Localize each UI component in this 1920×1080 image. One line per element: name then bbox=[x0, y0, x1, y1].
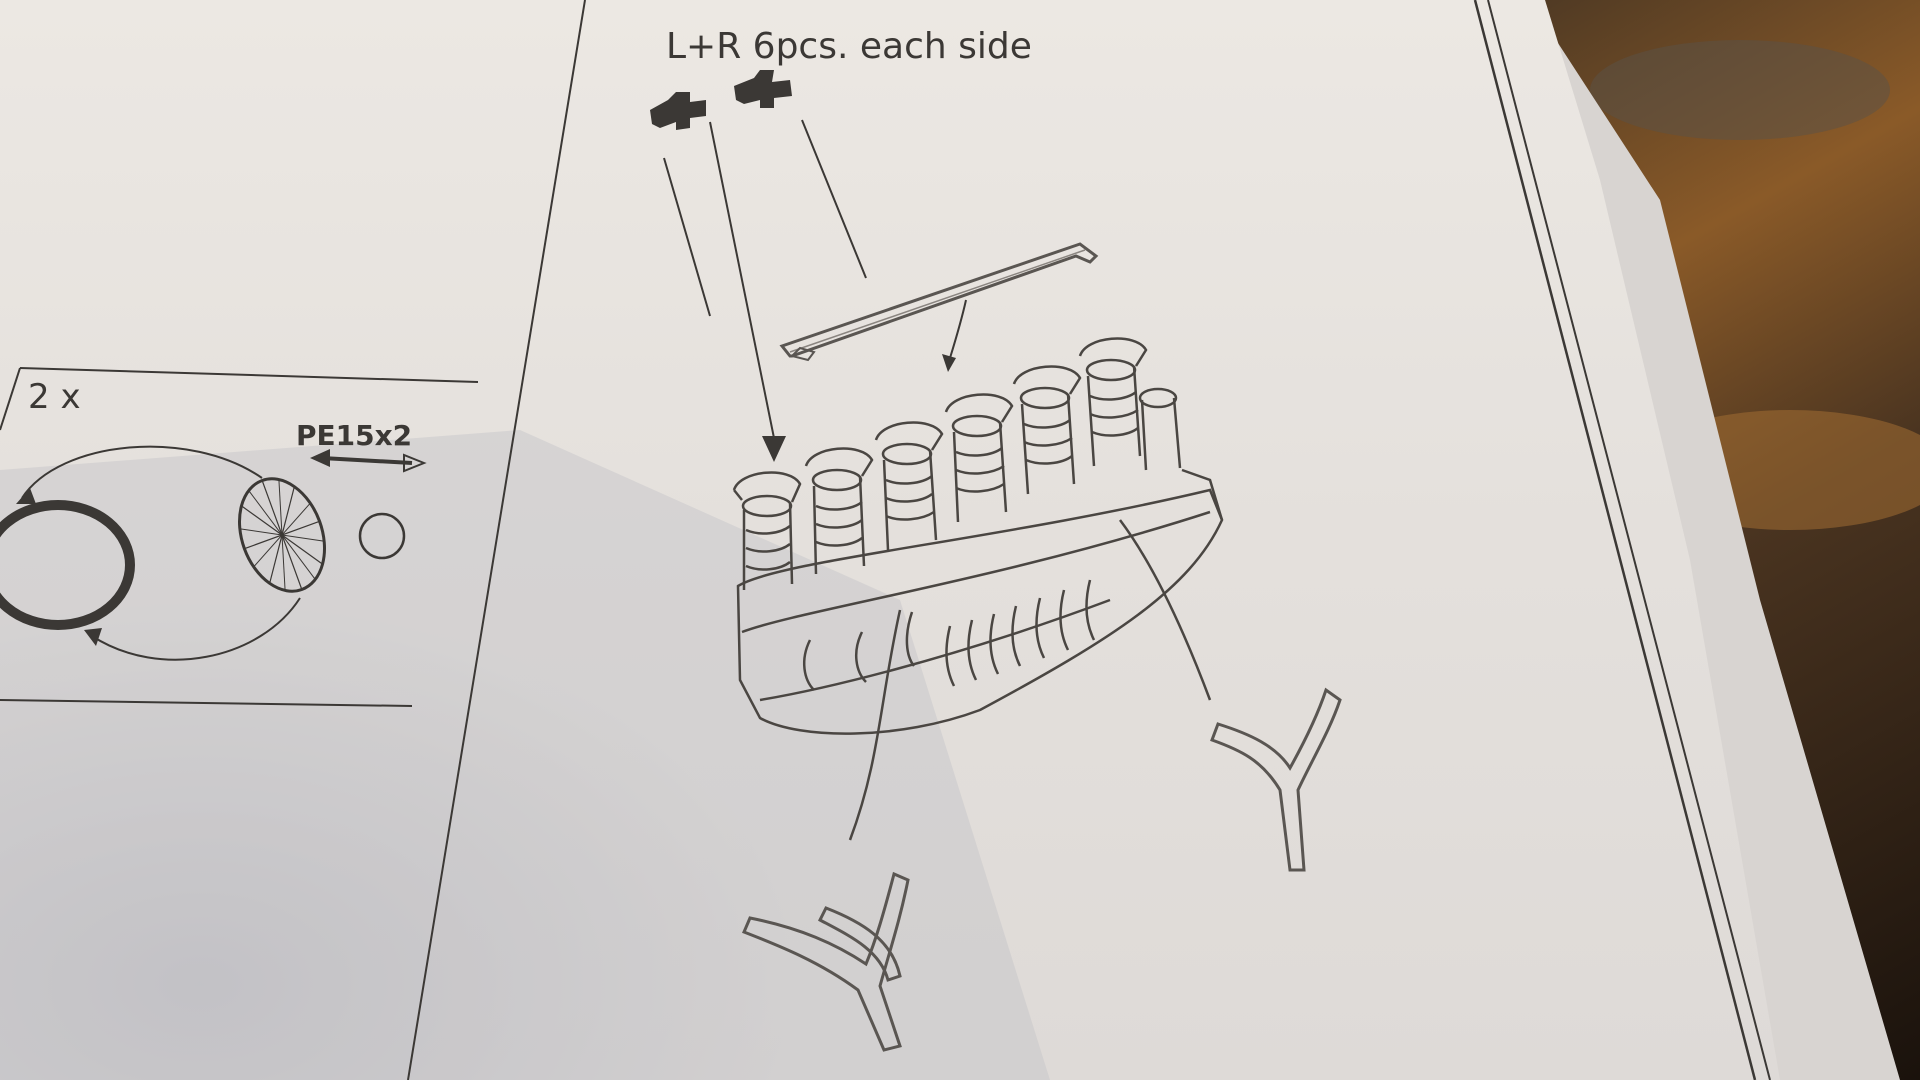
shadow-overlay bbox=[0, 430, 1050, 1080]
panel-divider bbox=[407, 0, 586, 1080]
leader-line-3 bbox=[801, 119, 867, 279]
border-line-outer bbox=[1473, 0, 1757, 1080]
rail-part bbox=[779, 242, 1099, 372]
wheel-part bbox=[237, 477, 327, 593]
engine-drawing bbox=[732, 337, 1224, 841]
cylinder-2 bbox=[804, 447, 874, 575]
cylinder-6 bbox=[1078, 337, 1148, 467]
pe-label: PE15x2 bbox=[296, 419, 412, 452]
ring-part bbox=[0, 500, 135, 630]
small-ring-part bbox=[358, 512, 406, 560]
count-label: 2 x bbox=[28, 377, 81, 417]
parts-note: L+R 6pcs. each side bbox=[666, 26, 1032, 67]
leader-line-2 bbox=[709, 121, 775, 439]
table-reflection bbox=[1590, 40, 1890, 140]
cylinder-3 bbox=[874, 421, 944, 551]
left-panel: 2 x PE15x2 bbox=[0, 367, 479, 707]
y-part-right bbox=[1210, 687, 1342, 872]
double-arrow-icon bbox=[310, 449, 427, 473]
cylinder-1 bbox=[732, 471, 802, 590]
border-line-inner bbox=[1487, 0, 1771, 1080]
cylinder-5 bbox=[1012, 365, 1082, 495]
y-part-left bbox=[742, 871, 910, 1052]
leader-line-1 bbox=[663, 157, 711, 317]
bracket-icon bbox=[650, 70, 792, 130]
curved-arrow-bottom bbox=[91, 597, 301, 661]
cylinder-4 bbox=[944, 393, 1014, 523]
curved-arrow-top bbox=[21, 445, 263, 499]
